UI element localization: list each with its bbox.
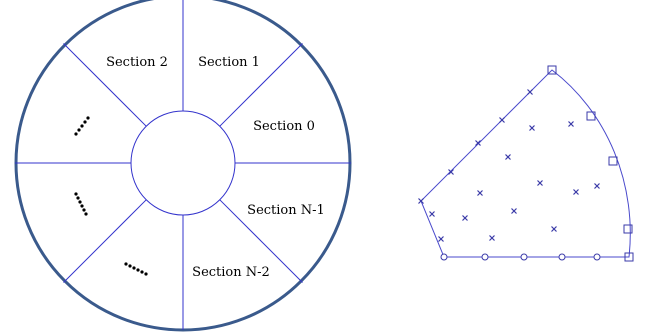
circle-node-marker [558,253,566,261]
divider-line-135deg [63,43,147,127]
section-0-label: Section 0 [253,119,315,134]
cross-node-marker [499,117,505,123]
ellipsis-dots-bottom [124,262,148,276]
sector-boundary [420,69,631,258]
cross-node-marker [529,125,535,131]
interior-cross-markers [418,89,600,242]
cross-node-marker [568,121,574,127]
cross-node-marker [448,169,454,175]
bottom-circle-markers [440,253,601,261]
divider-line-315deg [219,199,303,283]
circle-node-marker [481,253,489,261]
section-1-label: Section 1 [198,55,260,70]
cross-node-marker [418,198,424,204]
cross-node-marker [594,183,600,189]
cross-node-marker [527,89,533,95]
divider-line-225deg [63,199,147,283]
cross-node-marker [429,211,435,217]
cross-node-marker [573,189,579,195]
circle-node-marker [593,253,601,261]
cross-node-marker [511,208,517,214]
cross-node-marker [462,215,468,221]
section-2-label: Section 2 [106,55,168,70]
cross-node-marker [489,235,495,241]
circle-node-marker [440,253,448,261]
cross-node-marker [438,236,444,242]
cross-node-marker [551,226,557,232]
square-node-marker [624,252,634,262]
square-node-marker [547,65,557,75]
inner-hub-circle [130,110,236,216]
arc-square-markers [547,65,634,262]
cross-node-marker [505,154,511,160]
ellipsis-dots-upper-left [74,116,90,136]
sectioned-disk-diagram: Section 0 Section 1 Section 2 Section N-… [14,0,352,332]
divider-line-45deg [219,43,303,127]
circle-node-marker [520,253,528,261]
cross-node-marker [537,180,543,186]
cross-node-marker [475,140,481,146]
square-node-marker [586,111,596,121]
ellipsis-dots-lower-left [74,192,88,216]
square-node-marker [623,224,633,234]
cross-node-marker [477,190,483,196]
section-n-minus-1-label: Section N-1 [247,203,325,218]
sector-mesh-diagram [418,65,634,262]
square-node-marker [608,156,618,166]
section-n-minus-2-label: Section N-2 [192,265,270,280]
